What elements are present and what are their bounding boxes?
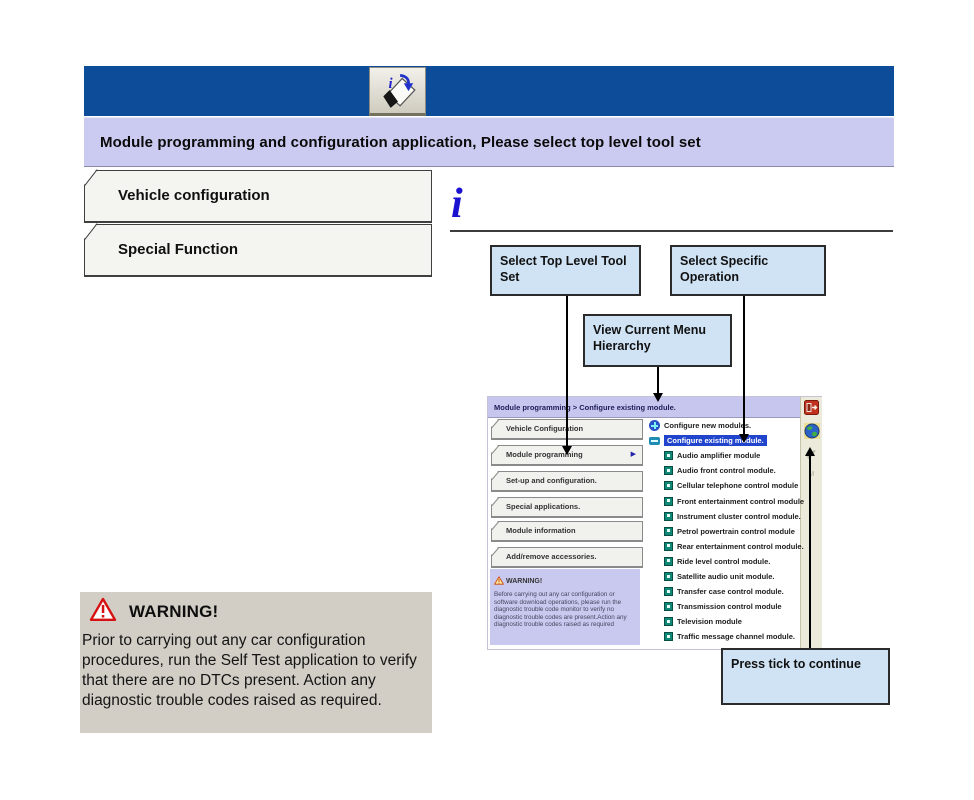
- mini-list-item: Audio amplifier module: [664, 449, 760, 462]
- mini-list-item-label: Configure new modules.: [664, 421, 752, 430]
- module-icon: [664, 572, 673, 581]
- mini-list-item: Traffic message channel module.: [664, 630, 795, 643]
- mini-menu-item-label: Module information: [506, 526, 576, 535]
- mini-warning-title: WARNING!: [506, 577, 543, 585]
- module-icon: [664, 451, 673, 461]
- mini-list-item: Ride level control module.: [664, 555, 770, 568]
- mini-menu-item: Special applications.: [491, 497, 643, 518]
- warning-title: WARNING!: [129, 602, 219, 621]
- connector-line: [809, 456, 811, 648]
- tab-vehicle-configuration[interactable]: Vehicle configuration: [84, 170, 432, 223]
- module-icon: [664, 541, 673, 551]
- mini-list-item: Instrument cluster control module.: [664, 510, 801, 523]
- mini-menu-item: Add/remove accessories.: [491, 547, 643, 568]
- module-icon: [664, 496, 673, 506]
- mini-list-item: Transfer case control module.: [664, 585, 784, 598]
- mini-list-item-label: Transfer case control module.: [677, 587, 784, 597]
- mini-list-item: Petrol powertrain control module: [664, 525, 795, 538]
- module-icon: [664, 466, 673, 476]
- mini-list-item-label: Instrument cluster control module.: [677, 511, 801, 521]
- mini-list-item-label: Audio front control module.: [677, 466, 776, 476]
- mini-list-item-label: Satellite audio unit module.: [677, 572, 775, 581]
- svg-text:i: i: [388, 76, 393, 92]
- mini-menu-item: Set-up and configuration.: [491, 471, 643, 492]
- message-bar: Module programming and configuration app…: [84, 117, 894, 167]
- mini-list-item-label: Petrol powertrain control module: [677, 526, 795, 536]
- arrowhead-down-icon: [653, 393, 663, 402]
- mini-list-item-label: Rear entertainment control module.: [677, 541, 804, 551]
- marker-text: M: [808, 471, 815, 478]
- mini-list-item: Rear entertainment control module.: [664, 540, 804, 553]
- connector-line: [566, 296, 568, 447]
- mini-list-item: Front entertainment control module: [664, 495, 804, 508]
- module-icon: [664, 526, 673, 536]
- mini-warning-panel: WARNING! Before carrying out any car con…: [490, 569, 640, 645]
- arrowhead-up-icon: [805, 447, 815, 456]
- mini-list-item: Satellite audio unit module.: [664, 570, 775, 583]
- mini-menu-item-label: Add/remove accessories.: [506, 552, 597, 561]
- warning-box: WARNING! Prior to carrying out any car c…: [80, 592, 432, 733]
- info-icon: i: [451, 181, 463, 227]
- mini-list-item-label: Audio amplifier module: [677, 451, 761, 461]
- mini-menu-item-label: Set-up and configuration.: [506, 476, 597, 485]
- mini-list-item: Transmission control module: [664, 600, 782, 613]
- mini-warning-body: Before carrying out any car configuratio…: [494, 591, 627, 629]
- title-bar: i: [84, 66, 894, 116]
- callout-press-tick-to-continue: Press tick to continue: [721, 648, 890, 705]
- add-module-icon: [649, 420, 660, 431]
- mini-list-item-label: Transmission control module: [677, 602, 782, 612]
- module-icon: [664, 556, 673, 566]
- mini-breadcrumb: Module programming > Configure existing …: [488, 397, 800, 418]
- module-icon: [664, 481, 673, 491]
- module-icon: [664, 587, 673, 597]
- submenu-arrow-icon: ▶: [630, 451, 636, 458]
- warning-body: Prior to carrying out any car configurat…: [82, 632, 417, 709]
- mini-list-item: Audio front control module.: [664, 464, 776, 477]
- exit-icon: [804, 400, 819, 420]
- mini-menu-item-label: Special applications.: [506, 502, 581, 511]
- mini-menu-item-label: Vehicle Configuration: [506, 424, 584, 433]
- connector-line: [657, 367, 659, 394]
- warning-triangle-icon: [494, 572, 504, 590]
- mini-list-item: Cellular telephone control module: [664, 479, 798, 492]
- mini-list-item-label: Configure existing module.: [664, 435, 767, 447]
- embedded-screenshot: Module programming > Configure existing …: [487, 396, 822, 650]
- tab-label: Vehicle configuration: [118, 187, 270, 204]
- warning-triangle-icon: [89, 597, 117, 627]
- mini-toolbar: ✓ M: [800, 397, 822, 649]
- module-icon: [664, 632, 673, 642]
- divider-rule: [450, 230, 893, 232]
- manual-info-icon: i: [377, 68, 419, 113]
- collapse-icon: [649, 436, 660, 445]
- callout-view-current-menu-hierarchy: View Current Menu Hierarchy: [583, 314, 732, 367]
- mini-list-item-label: Traffic message channel module.: [677, 632, 795, 642]
- module-icon: [664, 511, 673, 521]
- globe-icon: [803, 423, 820, 444]
- manual-info-button[interactable]: i: [369, 67, 426, 116]
- mini-list-item-label: Cellular telephone control module: [677, 481, 799, 491]
- mini-menu-item: Module information: [491, 521, 643, 542]
- message-text: Module programming and configuration app…: [100, 133, 701, 151]
- mini-list-item-label: Ride level control module.: [677, 556, 771, 566]
- callout-select-specific-operation: Select Specific Operation: [670, 245, 826, 296]
- mini-menu-item-label: Module programming: [506, 450, 583, 459]
- arrowhead-down-icon: [562, 446, 572, 455]
- module-icon: [664, 617, 673, 627]
- tab-special-function[interactable]: Special Function: [84, 224, 432, 277]
- mini-list-item: Television module: [664, 615, 742, 628]
- arrowhead-down-icon: [739, 434, 749, 443]
- mini-list-item-label: Front entertainment control module: [677, 496, 805, 506]
- callout-select-top-level-tool-set: Select Top Level Tool Set: [490, 245, 641, 296]
- mini-list-item-label: Television module: [677, 617, 742, 627]
- mini-list-item: Configure existing module.: [649, 434, 767, 447]
- tab-label: Special Function: [118, 241, 239, 258]
- mini-list-item: Configure new modules.: [649, 419, 751, 432]
- connector-line: [743, 296, 745, 435]
- module-icon: [664, 602, 673, 612]
